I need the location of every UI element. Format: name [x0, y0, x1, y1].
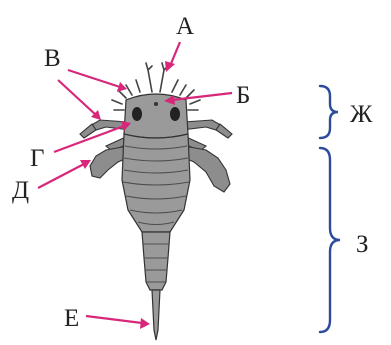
median-ocelli [154, 102, 158, 106]
arrow-e [86, 316, 142, 323]
chelicerae [146, 63, 168, 92]
label-v: В [44, 45, 61, 72]
eurypterid-illustration [80, 63, 232, 340]
telson [152, 290, 160, 340]
arrow-v-lower [58, 80, 96, 115]
brace-z [320, 148, 340, 332]
label-e: Е [64, 305, 79, 332]
arrow-a [170, 42, 180, 66]
right-compound-eye [170, 107, 180, 121]
left-compound-eye [132, 107, 142, 121]
label-zh: Ж [350, 101, 373, 128]
postabdomen [142, 232, 170, 290]
label-g: Г [30, 145, 44, 172]
brace-zh [320, 86, 338, 138]
label-z: З [356, 231, 369, 258]
arrow-d [38, 164, 84, 188]
arrow-v-upper [68, 70, 120, 87]
label-b: Б [236, 82, 250, 109]
label-a: А [176, 13, 194, 40]
label-d: Д [12, 177, 29, 204]
